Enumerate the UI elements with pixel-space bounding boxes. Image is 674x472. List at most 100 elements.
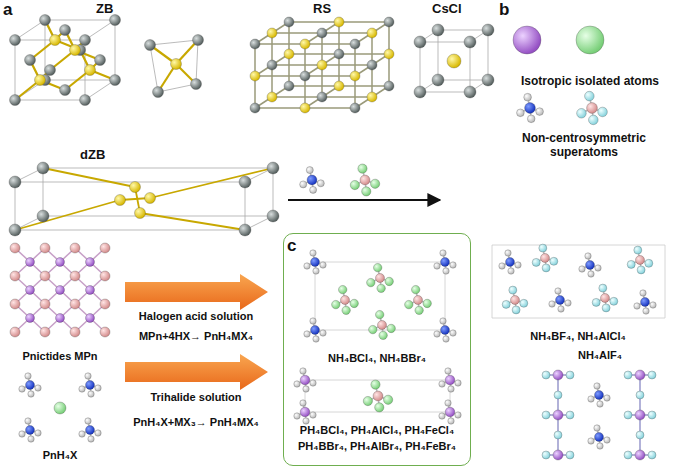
bond (158, 84, 196, 92)
atom (566, 371, 574, 379)
atom (565, 300, 571, 306)
atom (539, 244, 547, 252)
atom (585, 253, 591, 259)
atom (610, 297, 618, 305)
atom (525, 103, 536, 114)
atom (70, 299, 80, 309)
bond (140, 213, 245, 230)
atom (350, 71, 360, 81)
atom (304, 331, 310, 337)
atom (334, 81, 344, 91)
atom (434, 331, 440, 337)
atom (310, 412, 316, 418)
atom (70, 243, 80, 253)
atom (508, 268, 514, 274)
atom (594, 383, 600, 389)
atom (56, 258, 65, 267)
atom (554, 431, 562, 439)
panel-letter: b (499, 0, 509, 20)
atom (110, 75, 121, 86)
atom (579, 266, 585, 272)
atom (377, 284, 385, 292)
atom (267, 162, 279, 174)
atom (432, 74, 444, 86)
atom (627, 260, 635, 268)
atom (45, 65, 56, 76)
atom (636, 391, 644, 399)
atom (412, 285, 420, 293)
atom (95, 385, 101, 391)
atom (110, 15, 121, 26)
atom (464, 36, 476, 48)
atom (350, 180, 359, 189)
atom (515, 262, 521, 268)
atom (448, 418, 454, 424)
atom (284, 49, 294, 59)
atom (555, 288, 561, 294)
atom (499, 263, 505, 269)
atom (40, 271, 50, 281)
atom (423, 299, 431, 307)
atom (334, 49, 344, 59)
atom (367, 278, 375, 286)
atom (447, 54, 461, 68)
bond (115, 20, 116, 80)
atom (313, 268, 319, 274)
atom (334, 17, 344, 27)
atom (542, 451, 550, 459)
atom (267, 92, 277, 102)
atom (363, 396, 372, 405)
atom (80, 35, 91, 46)
atom (595, 265, 601, 271)
atom (443, 268, 449, 274)
atom (511, 296, 520, 305)
atom (25, 55, 36, 66)
atom (339, 285, 347, 293)
atom (191, 79, 202, 90)
atom (60, 25, 71, 36)
atom (54, 402, 66, 414)
atom (300, 368, 306, 374)
atom (300, 71, 310, 81)
bond (488, 30, 489, 80)
atom (320, 262, 326, 268)
atom (10, 299, 20, 309)
atom (100, 243, 110, 253)
caption-text: Isotropic isolated atoms (521, 74, 659, 88)
atom (9, 224, 21, 236)
reaction-equation: MPn+4HX→ PnH₄MX₄ (139, 330, 253, 343)
atom (624, 451, 632, 459)
atom (482, 74, 494, 86)
atom (100, 271, 110, 281)
atom (599, 284, 607, 292)
bond (43, 168, 273, 169)
atom (303, 386, 309, 392)
atom (25, 373, 31, 379)
atom (595, 391, 604, 400)
atom (440, 318, 446, 324)
atom (450, 330, 456, 336)
atom (367, 28, 377, 38)
atom (371, 179, 380, 188)
atom (320, 330, 326, 336)
compound-label: NH₄BF₄, NH₄AlCl₄ (530, 330, 626, 343)
atom (482, 24, 494, 36)
atom (527, 115, 535, 123)
bond (15, 40, 16, 100)
atom (597, 443, 603, 449)
panel-letter: a (3, 0, 12, 20)
atom (317, 92, 327, 102)
bond (305, 54, 339, 76)
atom (379, 331, 387, 339)
atom (70, 271, 80, 281)
atom (115, 195, 126, 206)
atom (10, 95, 21, 106)
bond (15, 200, 120, 230)
atom (317, 28, 327, 38)
reaction-equation: PnH₄X+MX₃→ PnH₄MX₄ (133, 416, 259, 429)
atom (9, 176, 21, 188)
atom (384, 395, 393, 404)
atom (341, 296, 350, 305)
atom (576, 26, 604, 54)
compound-group-box: NH₄BCl₄, NH₄BBr₄PH₄BCl₄, PH₄AlCl₄, PH₄Fe… (283, 233, 471, 466)
